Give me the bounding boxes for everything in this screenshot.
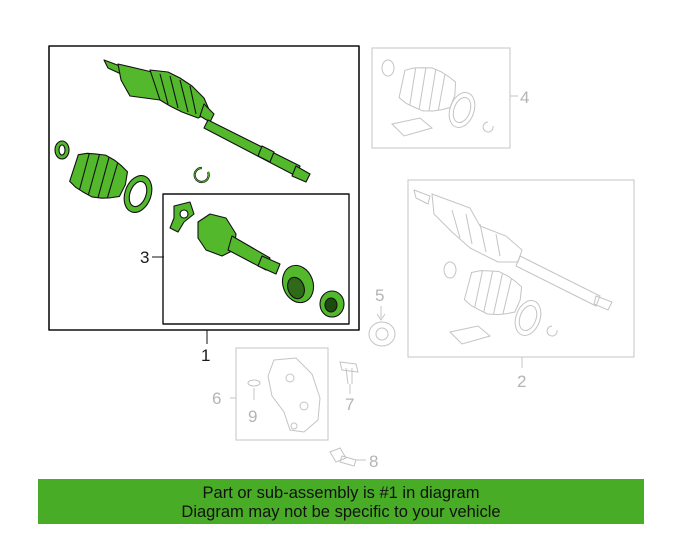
callout-8: 8: [369, 452, 378, 471]
assembly-1-frame: [48, 45, 360, 331]
inner-joint-parts: [169, 201, 345, 318]
assembly-1-group: [48, 45, 360, 344]
callout-1: 1: [201, 346, 210, 365]
bracket-6-group: [230, 347, 329, 441]
subassembly-3-frame: [162, 193, 350, 325]
boot-kit-4-group: [371, 47, 518, 149]
axle-shaft-outer: [103, 59, 311, 183]
bolt-7: [339, 361, 359, 394]
boot-kit-parts: [54, 140, 153, 213]
seal: [319, 290, 345, 318]
bearing: [281, 264, 315, 304]
callout-5: 5: [375, 286, 384, 305]
assembly-2-group: [407, 179, 635, 368]
info-banner: Part or sub-assembly is #1 in diagram Di…: [38, 479, 644, 524]
callout-6: 6: [212, 389, 221, 408]
callout-7: 7: [345, 395, 354, 414]
callout-9: 9: [248, 407, 257, 426]
banner-line-2: Diagram may not be specific to your vehi…: [181, 503, 501, 521]
bearing-5: [368, 306, 396, 347]
boot: [66, 146, 133, 207]
callout-3: 3: [140, 248, 149, 267]
bolt-8: [329, 447, 366, 467]
callout-4: 4: [520, 88, 529, 107]
callout-2: 2: [517, 372, 526, 391]
banner-line-1: Part or sub-assembly is #1 in diagram: [202, 484, 480, 502]
